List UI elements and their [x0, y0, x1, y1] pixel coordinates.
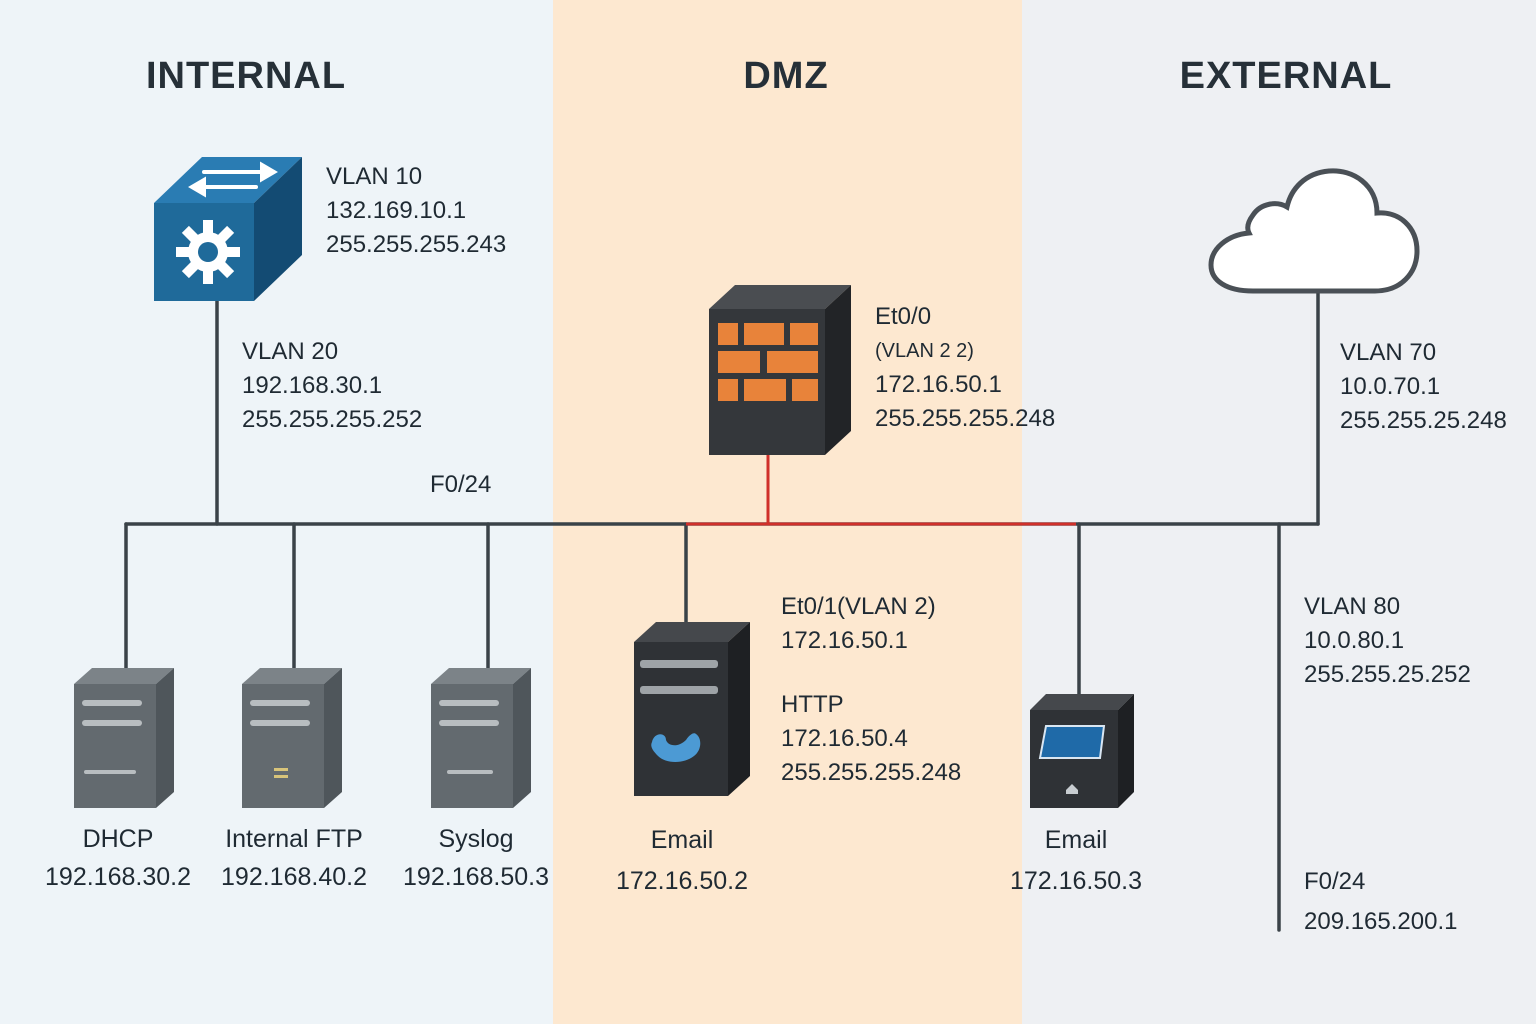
external-port-label: F0/24	[1304, 868, 1366, 895]
server-caption: Internal FTP 192.168.40.2	[221, 820, 367, 896]
server-name: DHCP	[82, 825, 154, 853]
dmz-interface-label: Et0/1(VLAN 2) 172.16.50.1	[781, 590, 936, 658]
dmz-zone	[553, 0, 1022, 1024]
switch-ip: 132.169.10.1	[326, 197, 467, 224]
http-service-mask: 255.255.255.248	[781, 759, 962, 786]
external-port-ip: 209.165.200.1	[1304, 908, 1458, 935]
server-ip: 192.168.40.2	[221, 863, 367, 891]
server-icon[interactable]	[429, 666, 533, 810]
server-caption: Email 172.16.50.2	[616, 820, 748, 902]
switch-uplink-ip: 192.168.30.1	[242, 372, 383, 399]
server-icon[interactable]	[240, 666, 344, 810]
cloud-mask: 255.255.25.248	[1340, 407, 1507, 434]
server-name: Internal FTP	[225, 825, 363, 853]
server-name: Syslog	[438, 825, 514, 853]
switch-mask: 255.255.255.243	[326, 231, 507, 258]
cloud-icon[interactable]	[1205, 165, 1425, 297]
firewall-interface: Et0/0	[875, 303, 932, 330]
web-server-icon[interactable]	[632, 620, 752, 800]
http-service-ip: 172.16.50.4	[781, 725, 908, 752]
server-ip: 192.168.30.2	[45, 863, 191, 891]
switch-uplink-vlan: VLAN 20	[242, 338, 339, 365]
internal-port-label: F0/24	[430, 471, 492, 498]
http-service-name: HTTP	[781, 691, 844, 718]
server-name: Email	[1044, 826, 1108, 854]
server-caption: DHCP 192.168.30.2	[45, 820, 191, 896]
external-link-ip: 10.0.80.1	[1304, 627, 1405, 654]
firewall-ip: 172.16.50.1	[875, 371, 1002, 398]
external-link-mask: 255.255.25.252	[1304, 661, 1471, 688]
cloud-ip: 10.0.70.1	[1340, 373, 1441, 400]
server-ip: 172.16.50.3	[1009, 867, 1143, 895]
external-zone-title: EXTERNAL	[1179, 55, 1393, 97]
server-caption: Email 172.16.50.3	[1010, 820, 1142, 902]
http-service-label: HTTP 172.16.50.4 255.255.255.248	[781, 688, 961, 790]
email-appliance-icon[interactable]	[1028, 692, 1136, 810]
dmz-zone-title: DMZ	[743, 55, 829, 97]
firewall-label: Et0/0 (VLAN 2 2) 172.16.50.1 255.255.255…	[875, 300, 1055, 436]
switch-uplink-label: VLAN 20 192.168.30.1 255.255.255.252	[242, 335, 422, 437]
server-icon[interactable]	[72, 666, 176, 810]
firewall-icon[interactable]	[707, 283, 853, 457]
firewall-vlan: (VLAN 2 2)	[875, 340, 974, 362]
server-name: Email	[650, 826, 714, 854]
layer3-switch-icon[interactable]	[152, 155, 304, 303]
cloud-vlan: VLAN 70	[1340, 339, 1437, 366]
server-ip: 192.168.50.3	[403, 863, 549, 891]
dmz-interface-name: Et0/1(VLAN 2)	[781, 593, 936, 620]
switch-uplink-mask: 255.255.255.252	[242, 406, 423, 433]
external-link-vlan: VLAN 80	[1304, 593, 1401, 620]
external-link-label: VLAN 80 10.0.80.1 255.255.25.252	[1304, 590, 1471, 692]
switch-vlan: VLAN 10	[326, 163, 423, 190]
internal-zone-title: INTERNAL	[145, 55, 347, 97]
cloud-label: VLAN 70 10.0.70.1 255.255.25.248	[1340, 336, 1507, 438]
firewall-mask: 255.255.255.248	[875, 405, 1056, 432]
dmz-interface-ip: 172.16.50.1	[781, 627, 908, 654]
server-ip: 172.16.50.2	[615, 867, 749, 895]
server-caption: Syslog 192.168.50.3	[403, 820, 549, 896]
switch-label: VLAN 10 132.169.10.1 255.255.255.243	[326, 160, 506, 262]
